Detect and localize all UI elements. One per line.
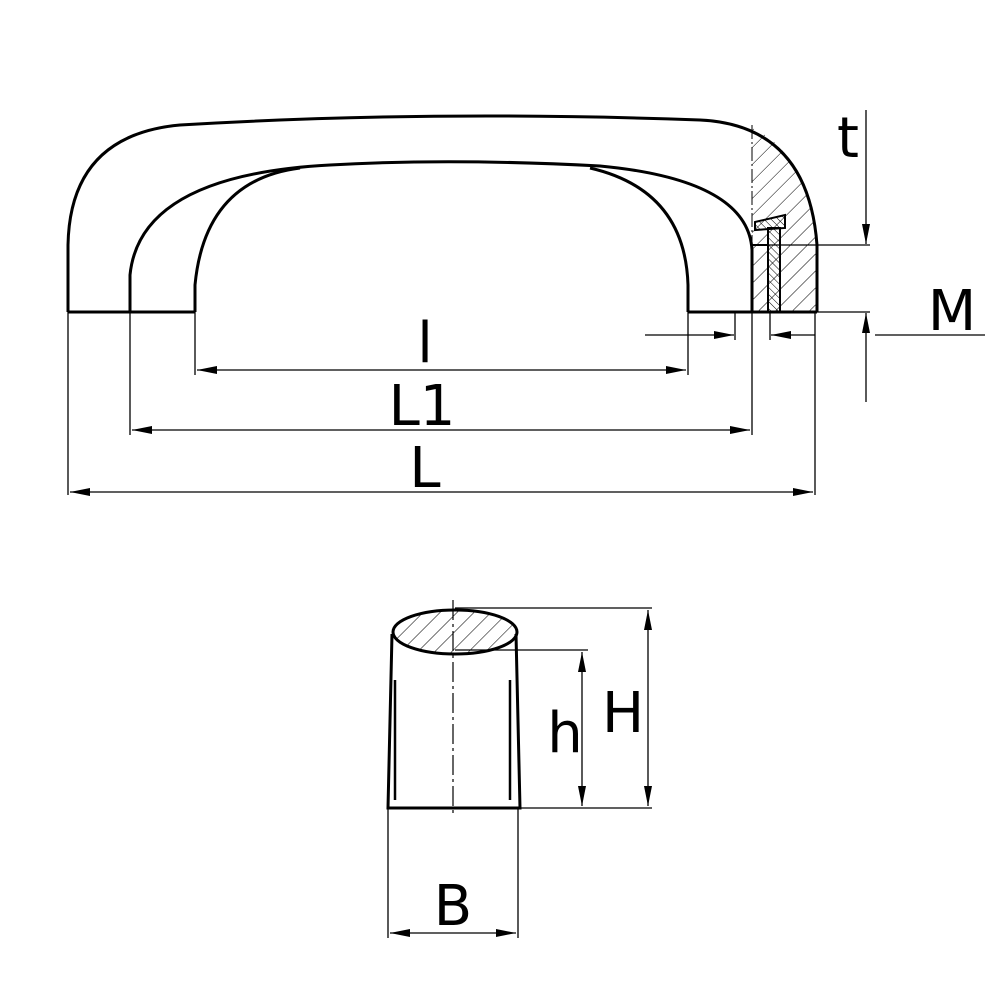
label-B: B — [434, 874, 472, 939]
label-l: l — [417, 311, 433, 376]
dimensions — [67, 110, 985, 496]
label-L1: L1 — [389, 374, 456, 439]
label-M: M — [928, 279, 976, 344]
label-t: t — [837, 106, 859, 171]
label-H: H — [602, 681, 644, 746]
inner-contour — [193, 166, 690, 312]
insert-head — [754, 213, 786, 232]
handle-side-view — [66, 114, 819, 314]
label-h: h — [547, 701, 583, 766]
handle-end-view — [386, 600, 652, 938]
insert-nut — [767, 227, 781, 313]
outer-contour — [66, 114, 819, 312]
label-L: L — [409, 436, 440, 501]
middle-contour — [128, 160, 754, 312]
